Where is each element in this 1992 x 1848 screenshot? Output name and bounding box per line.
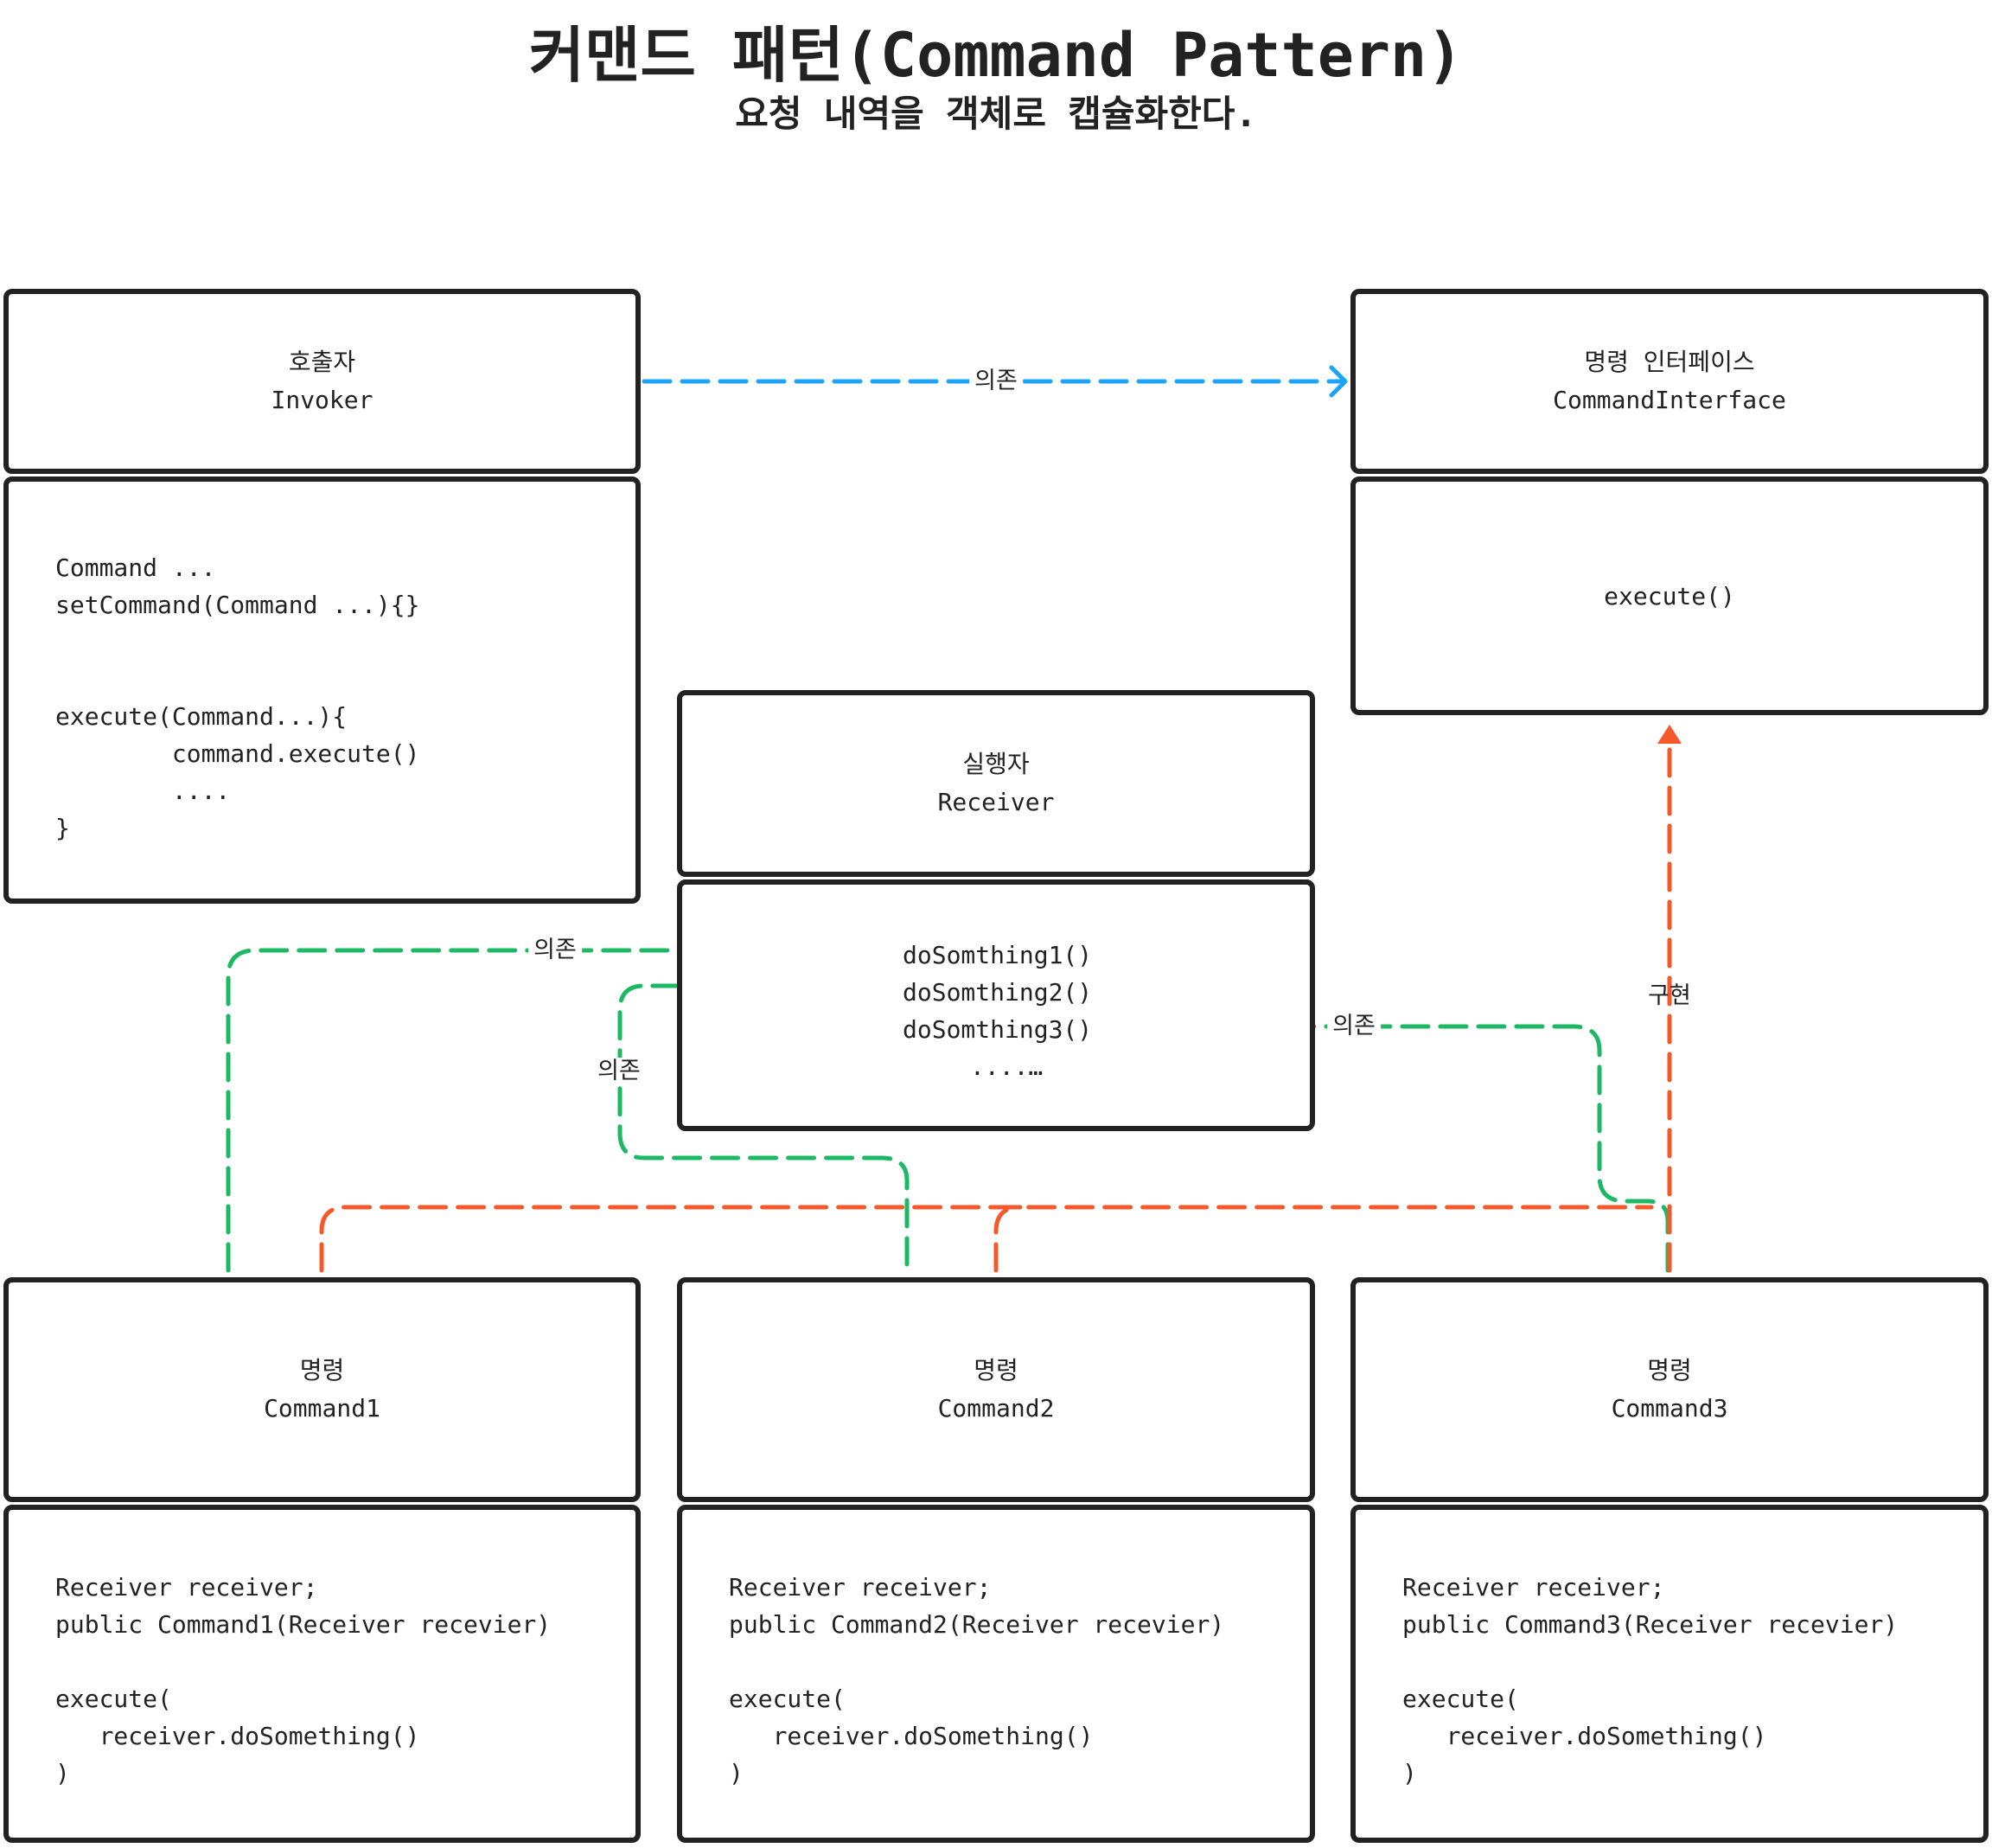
command3-code: Receiver receiver; public Command3(Receiv… [1402,1569,1898,1792]
code-line [729,1643,1224,1680]
edge-label-command1-receiver: 의존 [528,937,582,964]
code-line [1402,1643,1898,1680]
code-line [55,1643,551,1680]
code-line: receiver.doSomething() [1402,1722,1767,1750]
receiver-name-en: Receiver [937,788,1055,816]
edge-label-implements: 구현 [1648,982,1691,1009]
code-line: execute( [1402,1685,1519,1713]
receiver-body: doSomthing1() doSomthing2() doSomthing3().… [677,879,1315,1131]
code-line: ) [55,1759,70,1787]
code-line: public Command2(Receiver recevier) [729,1610,1225,1639]
command3-name-en: Command3 [1611,1394,1728,1423]
dependency-line-command3-receiver [1114,1024,1670,1273]
command2-body: Receiver receiver; public Command2(Receiv… [677,1505,1315,1843]
code-line: receiver.doSomething() [55,1722,420,1750]
interface-method: execute() [1604,581,1735,611]
edge-label-command2-receiver: 의존 [592,1058,646,1085]
command1-header: 명령 Command1 [3,1277,641,1502]
code-line: Receiver receiver; [729,1573,992,1602]
command1-name-ko: 명령 [299,1356,345,1384]
code-line: execute(Command...){ [55,702,348,731]
command3-header: 명령 Command3 [1350,1277,1989,1502]
command3-body: Receiver receiver; public Command3(Receiv… [1350,1505,1989,1843]
command1-code: Receiver receiver; public Command1(Receiv… [55,1569,551,1792]
arrowhead-blue [1329,365,1348,398]
code-line: execute( [729,1685,846,1713]
receiver-header: 실행자 Receiver [677,690,1315,877]
command2-header: 명령 Command2 [677,1277,1315,1502]
command-interface-name-en: CommandInterface [1553,386,1786,414]
receiver-method: doSomthing1() [903,941,1093,969]
invoker-body: Command ... setCommand(Command ...){} exec… [3,476,641,904]
code-line: .... [55,777,231,805]
code-line: command.execute() [55,739,420,768]
receiver-methods: doSomthing1() doSomthing2() doSomthing3().… [903,937,1092,1085]
code-line: Command ... [55,553,216,582]
invoker-name-ko: 호출자 [288,348,356,376]
command-interface-header: 명령 인터페이스 CommandInterface [1350,289,1989,474]
code-line: public Command3(Receiver recevier) [1402,1610,1899,1639]
invoker-code: Command ... setCommand(Command ...){} exec… [55,549,419,847]
command2-code: Receiver receiver; public Command2(Receiv… [729,1569,1224,1792]
arrowhead-implements [1657,725,1682,744]
receiver-method: doSomthing2() [903,978,1093,1007]
command1-body: Receiver receiver; public Command1(Receiv… [3,1505,641,1843]
diagram-title: 커맨드 패턴(Command Pattern) [528,20,1464,91]
code-line [55,661,419,698]
code-line: ) [1402,1759,1417,1787]
diagram-subtitle: 요청 내역을 객체로 캡슐화한다. [735,93,1257,135]
command-interface-body: execute() [1350,476,1989,715]
implements-line-command1 [319,1205,1654,1273]
command3-name-ko: 명령 [1647,1356,1692,1384]
invoker-name-en: Invoker [271,386,374,414]
command1-name-en: Command1 [264,1394,380,1423]
edge-label-command3-receiver: 의존 [1327,1013,1381,1040]
dependency-line-command2-receiver [617,983,910,1267]
receiver-name-ko: 실행자 [962,750,1030,778]
command2-name-en: Command2 [937,1394,1055,1423]
code-line [55,623,419,661]
code-line: Receiver receiver; [1402,1573,1665,1602]
code-line: ) [729,1759,744,1787]
code-line: receiver.doSomething() [729,1722,1094,1750]
edge-label-invoker-interface: 의존 [969,368,1023,395]
receiver-method: ....… [970,1052,1044,1081]
receiver-method: doSomthing3() [903,1015,1093,1044]
code-line: public Command1(Receiver recevier) [55,1610,552,1639]
dependency-line-command1-receiver [226,948,883,1273]
code-line: Receiver receiver; [55,1573,318,1602]
implements-line-command2 [993,1205,1023,1273]
code-line: } [55,814,70,842]
code-line: execute( [55,1685,172,1713]
command2-name-ko: 명령 [974,1356,1018,1384]
command-interface-name-ko: 명령 인터페이스 [1584,348,1755,376]
code-line: setCommand(Command ...){} [55,591,420,619]
invoker-header: 호출자 Invoker [3,289,641,474]
